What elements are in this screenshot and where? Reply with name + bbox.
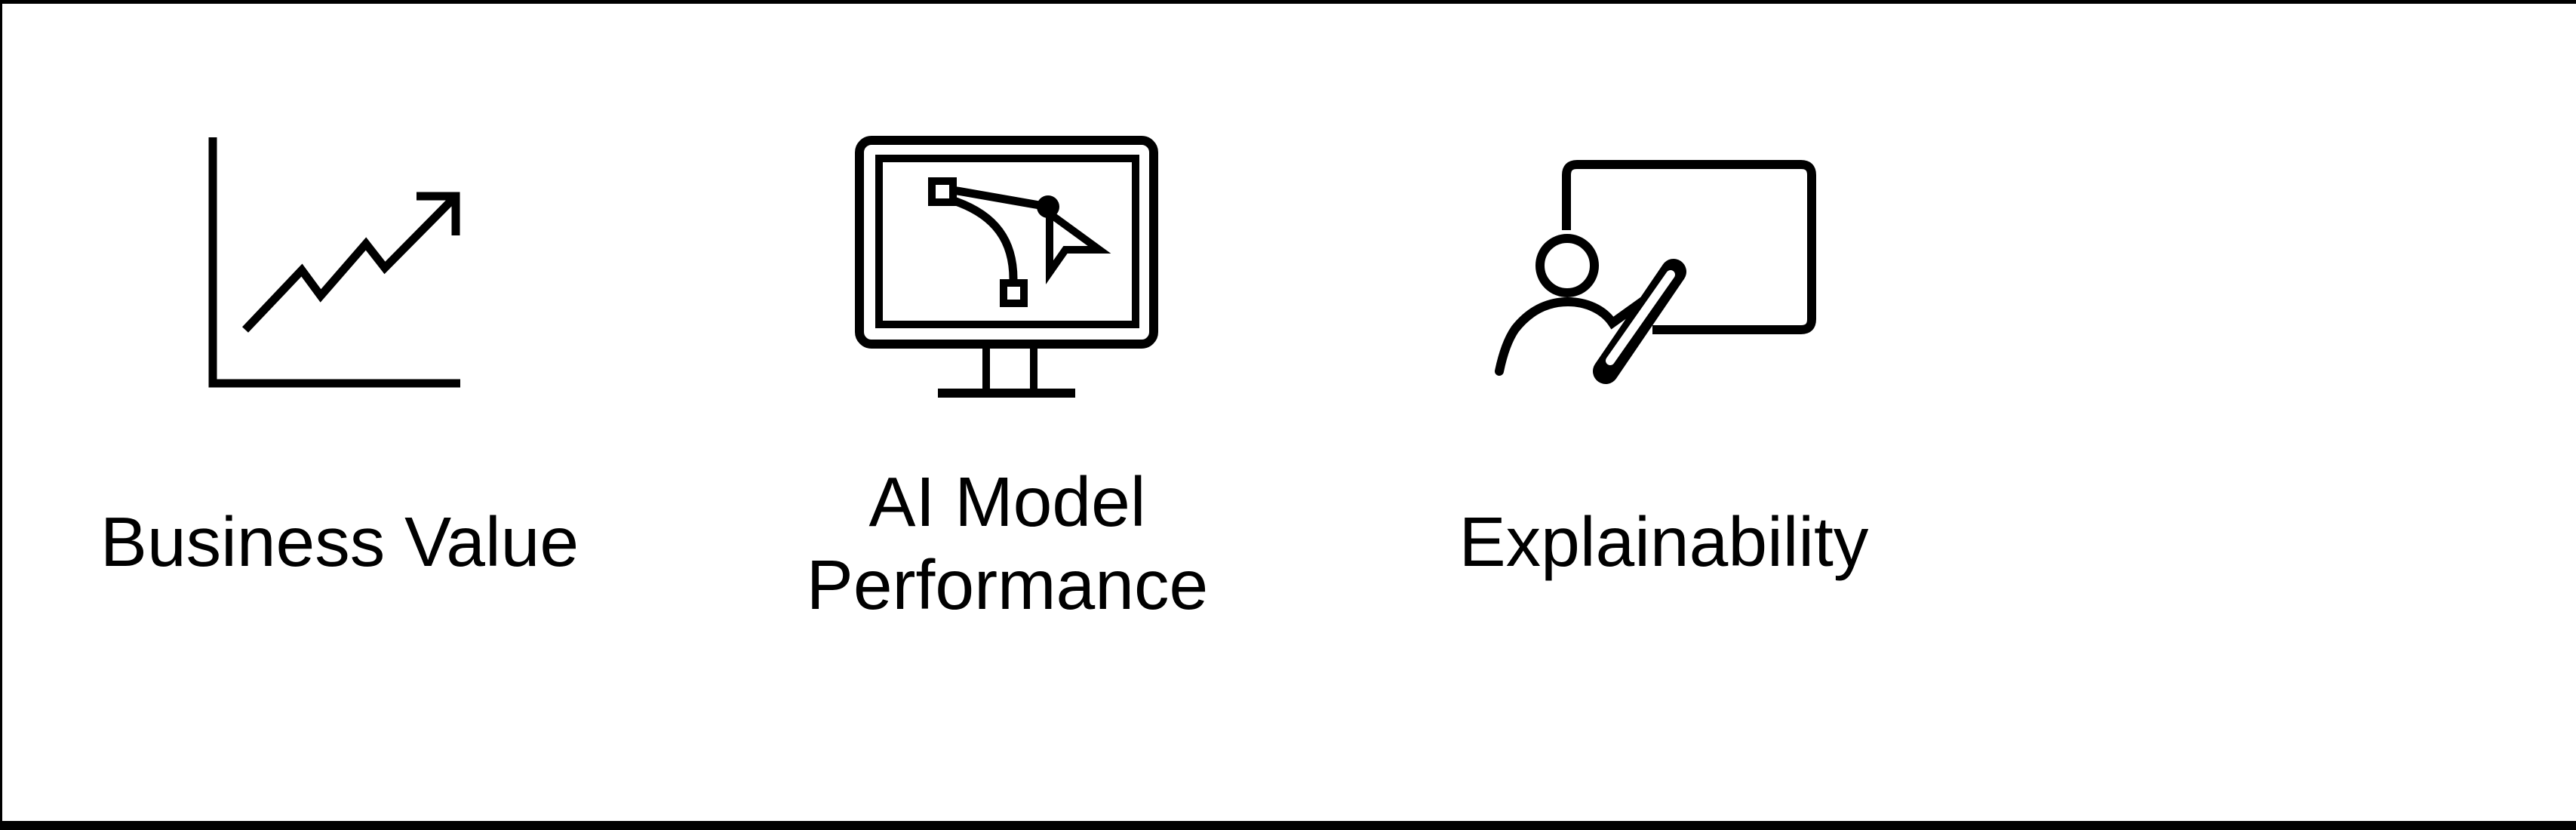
feature-label-explainability: Explainability xyxy=(1459,503,1869,581)
left-border-line xyxy=(0,0,2,830)
feature-label-business-value: Business Value xyxy=(100,503,579,581)
line-chart-icon xyxy=(208,137,460,388)
bottom-border-line xyxy=(0,821,2576,830)
cursor-arrow-icon xyxy=(1046,206,1111,284)
top-border-line xyxy=(0,0,2576,4)
monitor-bezier-curve-icon xyxy=(855,136,1158,398)
presenter-whiteboard-icon xyxy=(1495,160,1816,384)
feature-label-ai-model-performance: AI Model Performance xyxy=(806,463,1209,624)
